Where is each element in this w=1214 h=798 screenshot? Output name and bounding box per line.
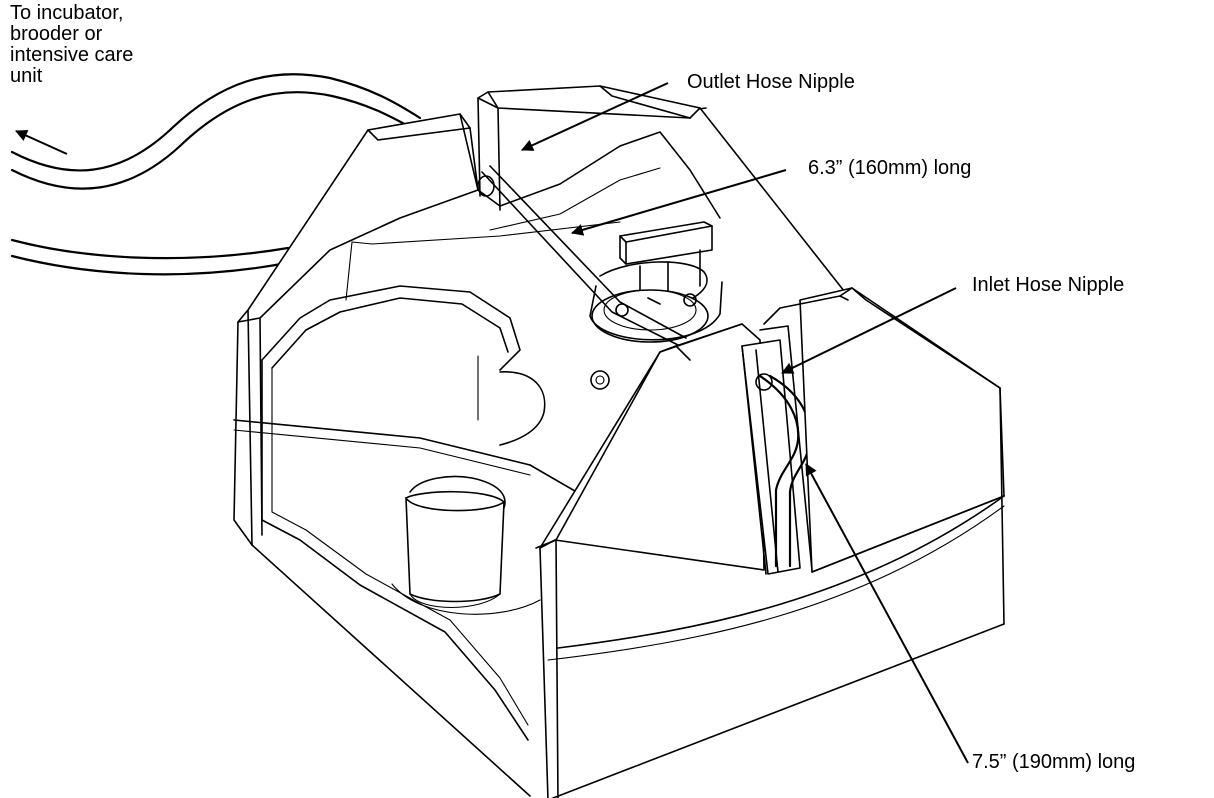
destination-label-line-2: brooder or — [10, 23, 103, 45]
outlet-length-leader — [571, 169, 787, 236]
outlet-length-label: 6.3” (160mm) long — [808, 157, 972, 179]
inlet-length-label: 7.5” (190mm) long — [972, 751, 1136, 773]
outlet-leader — [521, 82, 669, 151]
unit-body — [233, 85, 1005, 798]
inlet-length-leader — [805, 463, 969, 764]
inlet-leader — [781, 287, 957, 374]
destination-label-line-4: unit — [10, 65, 43, 87]
destination-label-line-1: To incubator, — [10, 2, 124, 24]
destination-label-line-3: intensive care — [10, 44, 134, 66]
outlet-hose-nipple-label: Outlet Hose Nipple — [687, 71, 855, 93]
inlet-hose-nipple-label: Inlet Hose Nipple — [972, 274, 1125, 296]
destination-label: To incubator, brooder or intensive care … — [10, 3, 133, 87]
destination-leader — [15, 130, 68, 155]
supply-hose — [10, 73, 422, 276]
